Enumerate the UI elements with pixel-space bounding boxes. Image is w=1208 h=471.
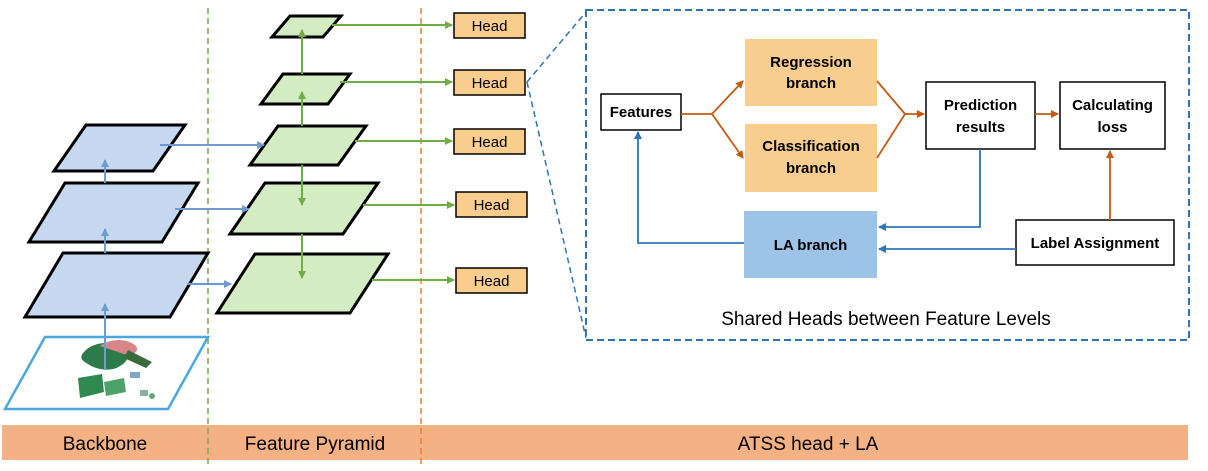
svg-text:Head: Head — [474, 273, 510, 290]
backbone-level-2 — [26, 181, 201, 244]
prediction-results-box: Prediction results — [925, 81, 1036, 150]
backbone-level-1 — [22, 251, 211, 319]
svg-text:Calculating: Calculating — [1072, 97, 1153, 114]
zoom-line-top — [526, 11, 587, 83]
head-box: Head — [453, 12, 526, 39]
pyramid-level-p4 — [227, 181, 381, 236]
svg-text:Head: Head — [472, 18, 508, 35]
input-image — [2, 335, 211, 411]
section-label-atss: ATSS head + LA — [738, 434, 879, 455]
svg-text:Head: Head — [472, 75, 508, 92]
pyramid-level-p5 — [247, 124, 369, 167]
svg-text:Label Assignment: Label Assignment — [1031, 235, 1160, 252]
svg-text:LA branch: LA branch — [774, 237, 848, 254]
svg-text:Prediction: Prediction — [944, 97, 1017, 114]
arrow-features-to-classification — [711, 113, 744, 159]
head-box: Head — [453, 69, 526, 96]
pyramid-level-p7 — [268, 14, 345, 39]
svg-text:Features: Features — [610, 104, 673, 121]
arrow-classification-to-merge — [876, 113, 906, 159]
svg-text:branch: branch — [786, 160, 836, 177]
classification-branch-box: Classification branch — [745, 124, 877, 192]
arrow-regression-to-merge — [876, 80, 906, 115]
regression-branch-box: Regression branch — [745, 39, 877, 106]
svg-text:loss: loss — [1097, 119, 1127, 136]
svg-text:Regression: Regression — [770, 54, 852, 71]
calculating-loss-box: Calculating loss — [1059, 81, 1166, 150]
arrow-prediction-to-la — [878, 149, 981, 231]
svg-text:Head: Head — [472, 134, 508, 151]
svg-text:Head: Head — [474, 197, 510, 214]
shared-head-detail-frame — [585, 9, 1190, 341]
section-bar — [2, 425, 1188, 460]
arrow-la-to-features — [634, 131, 744, 244]
section-label-pyramid: Feature Pyramid — [245, 434, 385, 455]
detail-caption: Shared Heads between Feature Levels — [721, 309, 1051, 330]
backbone-level-3 — [51, 123, 188, 173]
pyramid-level-p3 — [214, 252, 391, 315]
head-box: Head — [455, 191, 528, 218]
svg-text:results: results — [956, 119, 1005, 136]
zoom-line-bottom — [526, 81, 587, 339]
pyramid-level-p6 — [258, 72, 353, 106]
features-box: Features — [600, 93, 682, 131]
la-branch-box: LA branch — [744, 211, 877, 278]
label-assignment-box: Label Assignment — [1015, 219, 1175, 266]
arrow-features-to-regression — [681, 80, 744, 115]
head-box: Head — [455, 267, 528, 294]
section-label-backbone: Backbone — [63, 434, 148, 455]
head-box: Head — [453, 128, 526, 155]
svg-text:branch: branch — [786, 75, 836, 92]
svg-text:Classification: Classification — [762, 138, 860, 155]
